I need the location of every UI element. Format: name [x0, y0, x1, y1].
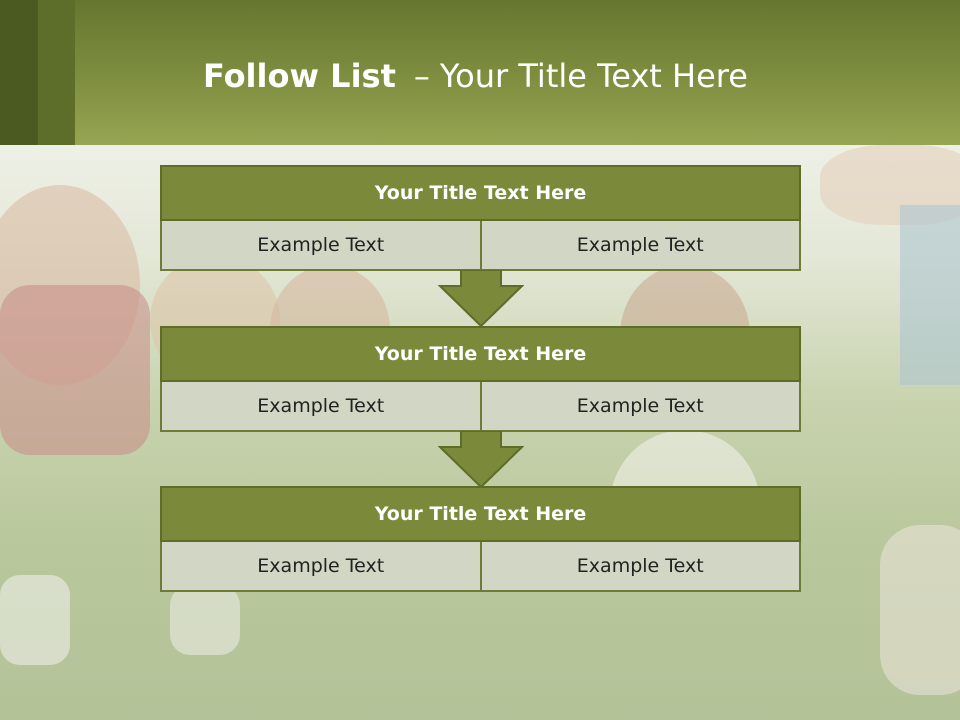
- photo-figure-leg: [880, 525, 960, 695]
- block-cell-right: Example Text: [481, 221, 801, 271]
- title-bold: Follow List: [203, 57, 396, 95]
- slide-title: Follow List–Your Title Text Here: [203, 56, 748, 96]
- photo-figure-sleeve: [900, 205, 960, 385]
- list-block-1: Your Title Text Here Example Text Exampl…: [160, 165, 801, 271]
- header-accent-dark: [0, 0, 38, 145]
- photo-figure-shirt-1: [0, 285, 150, 455]
- down-arrow-icon: [438, 270, 524, 328]
- block-cell-right: Example Text: [481, 542, 801, 592]
- block-cell-left: Example Text: [160, 542, 482, 592]
- title-rest: Your Title Text Here: [439, 57, 748, 95]
- photo-shoe-2: [170, 585, 240, 655]
- block-title: Your Title Text Here: [160, 326, 801, 382]
- block-row: Example Text Example Text: [160, 221, 801, 271]
- list-block-2: Your Title Text Here Example Text Exampl…: [160, 326, 801, 432]
- list-block-3: Your Title Text Here Example Text Exampl…: [160, 486, 801, 592]
- block-title: Your Title Text Here: [160, 486, 801, 542]
- block-title: Your Title Text Here: [160, 165, 801, 221]
- down-arrow-icon: [438, 431, 524, 489]
- header-band: Follow List–Your Title Text Here: [0, 0, 960, 145]
- title-separator: –: [413, 57, 430, 95]
- block-cell-right: Example Text: [481, 382, 801, 432]
- block-cell-left: Example Text: [160, 221, 482, 271]
- block-row: Example Text Example Text: [160, 382, 801, 432]
- block-row: Example Text Example Text: [160, 542, 801, 592]
- header-accent-mid: [38, 0, 75, 145]
- block-cell-left: Example Text: [160, 382, 482, 432]
- photo-shoe-1: [0, 575, 70, 665]
